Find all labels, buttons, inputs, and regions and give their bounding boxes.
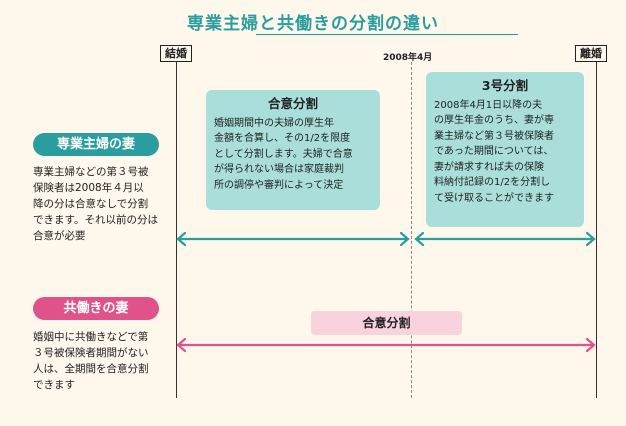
no3-division-title: 3号分割 xyxy=(481,78,529,93)
divorce-line xyxy=(596,62,597,398)
dual-income-arrow xyxy=(176,337,596,353)
dual-income-label: 共働きの妻 xyxy=(33,297,159,320)
agreement-division-title: 合意分割 xyxy=(267,96,318,111)
arrow-head-left xyxy=(176,231,187,247)
page-title: 専業主婦と共働きの分割の違い xyxy=(187,14,439,34)
divorce-label: 離婚 xyxy=(575,45,607,62)
arrow-head-right xyxy=(585,337,596,353)
april-2008-dashed-line xyxy=(411,62,412,398)
dual-income-description: 婚姻中に共働きなどで第 ３号被保険者期間がない 人は、全期間を合意分割 できます xyxy=(33,331,149,391)
no3-division-box: 3号分割 2008年4月1日以降の夫 の厚生年金のうち、妻が専 業主婦など第３号… xyxy=(426,72,584,227)
housewife-description: 専業主婦などの第３号被 保険者は2008年４月以 降の分は合意なしで分割 できま… xyxy=(33,166,158,242)
marriage-line xyxy=(176,62,177,398)
agreement-division-box: 合意分割 婚姻期間中の夫婦の厚生年 金額を合算し、その1/2を限度 として分割し… xyxy=(206,90,380,210)
title-underline xyxy=(256,34,518,35)
arrow-head-left xyxy=(414,231,425,247)
arrow-head-right xyxy=(399,231,410,247)
housewife-arrows xyxy=(176,231,596,247)
arrow-head-right xyxy=(585,231,596,247)
marriage-label: 結婚 xyxy=(160,45,192,62)
date-2008-april-label: 2008年4月 xyxy=(383,53,433,63)
housewife-label: 専業主婦の妻 xyxy=(33,133,159,156)
arrow-head-left xyxy=(176,337,187,353)
dual-agreement-box: 合意分割 xyxy=(311,311,462,335)
